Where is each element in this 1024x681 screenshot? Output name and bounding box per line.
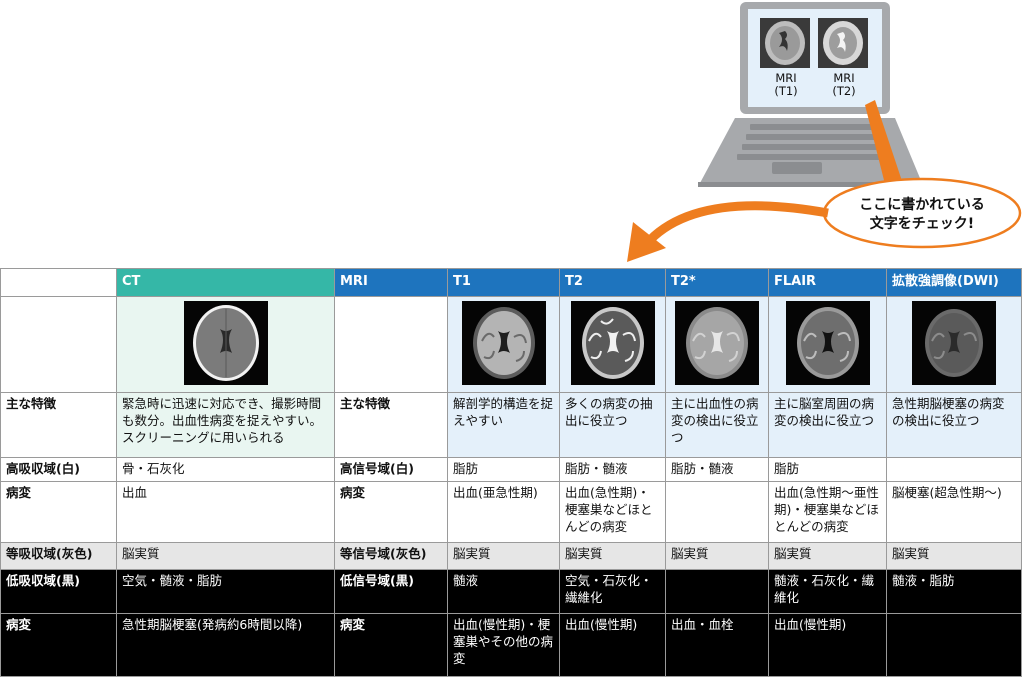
t2-lesion: 出血(急性期)・梗塞巣などほとんどの病変 [559, 480, 666, 544]
header-t2star: T2* [665, 268, 769, 297]
t2-low-signal: 空気・石灰化・繊維化 [559, 569, 666, 615]
dwi-iso-signal: 脳実質 [886, 542, 1022, 571]
ct-iso-absorption-value: 脳実質 [116, 542, 335, 571]
ct-iso-absorption-label: 等吸収域(灰色) [0, 542, 117, 571]
t2-iso-signal: 脳実質 [559, 542, 666, 571]
image-row [0, 295, 1022, 394]
mri-high-signal-label: 高信号域(白) [334, 457, 448, 482]
mri-image-empty-cell [334, 295, 448, 394]
high-signal-lesion-row: 病変 出血 病変 出血(亜急性期) 出血(急性期)・梗塞巣などほとんどの病変 出… [0, 480, 1022, 544]
curved-arrow [646, 201, 829, 244]
laptop-label-t2: MRI (T2) [832, 71, 856, 98]
t2-brain-scan-image [570, 300, 655, 385]
t2star-image-cell [665, 295, 769, 394]
t1-low-signal: 髄液 [447, 569, 560, 615]
t1-low-lesion: 出血(慢性期)・梗塞巣やその他の病変 [447, 613, 560, 677]
mri-low-lesion-label: 病変 [334, 613, 448, 677]
ct-low-lesion-label: 病変 [0, 613, 117, 677]
flair-low-signal: 髄液・石灰化・繊維化 [768, 569, 887, 615]
flair-low-lesion: 出血(慢性期) [768, 613, 887, 677]
ct-lesion-label: 病変 [0, 480, 117, 544]
ct-low-absorption-value: 空気・髄液・脂肪 [116, 569, 335, 615]
header-empty-cell [0, 268, 117, 297]
header-mri: MRI [334, 268, 448, 297]
mri-lesion-label: 病変 [334, 480, 448, 544]
t1-image-cell [447, 295, 560, 394]
t1-iso-signal: 脳実質 [447, 542, 560, 571]
mri-features-label: 主な特徴 [334, 392, 448, 459]
illustration-graphic [627, 2, 1022, 262]
callout-pointer [865, 100, 905, 196]
t1-high-signal: 脂肪 [447, 457, 560, 482]
ct-features-label: 主な特徴 [0, 392, 117, 459]
dwi-low-signal: 髄液・脂肪 [886, 569, 1022, 615]
image-empty-cell [0, 295, 117, 394]
callout-text: ここに書かれている 文字をチェック! [859, 197, 985, 232]
ct-image-cell [116, 295, 335, 394]
t2star-low-lesion: 出血・血栓 [665, 613, 769, 677]
t2star-brain-scan-image [675, 300, 759, 385]
t2star-features: 主に出血性の病変の検出に役立つ [665, 392, 769, 459]
ct-high-absorption-label: 高吸収域(白) [0, 457, 117, 482]
header-t2: T2 [559, 268, 666, 297]
t2star-low-signal [665, 569, 769, 615]
features-row: 主な特徴 緊急時に迅速に対応でき、撮影時間も数分。出血性病変を捉えやすい。スクリ… [0, 392, 1022, 459]
dwi-features: 急性期脳梗塞の病変の検出に役立つ [886, 392, 1022, 459]
t2star-high-signal: 脂肪・髄液 [665, 457, 769, 482]
low-signal-lesion-row: 病変 急性期脳梗塞(発病約6時間以降) 病変 出血(慢性期)・梗塞巣やその他の病… [0, 613, 1022, 677]
laptop-keys [737, 124, 892, 160]
ct-brain-scan-image [183, 300, 268, 385]
header-dwi: 拡散強調像(DWI) [886, 268, 1022, 297]
ct-low-absorption-label: 低吸収域(黒) [0, 569, 117, 615]
flair-iso-signal: 脳実質 [768, 542, 887, 571]
flair-high-signal: 脂肪 [768, 457, 887, 482]
flair-features: 主に脳室周囲の病変の検出に役立つ [768, 392, 887, 459]
t1-lesion: 出血(亜急性期) [447, 480, 560, 544]
t1-brain-scan-image [461, 300, 546, 385]
t2-image-cell [559, 295, 666, 394]
header-ct: CT [116, 268, 335, 297]
t2-features: 多くの病変の抽出に役立つ [559, 392, 666, 459]
t1-features: 解剖学的構造を捉えやすい [447, 392, 560, 459]
flair-image-cell [768, 295, 887, 394]
illustration: MRI (T1) MRI (T2) ここに書かれている 文字をチェック! [0, 0, 1024, 268]
laptop-trackpad [772, 162, 822, 174]
arrow-head-icon [627, 222, 666, 262]
iso-signal-row: 等吸収域(灰色) 脳実質 等信号域(灰色) 脳実質 脳実質 脳実質 脳実質 脳実… [0, 542, 1022, 571]
header-flair: FLAIR [768, 268, 887, 297]
ct-lesion-value: 出血 [116, 480, 335, 544]
ct-high-absorption-value: 骨・石灰化 [116, 457, 335, 482]
dwi-image-cell [886, 295, 1022, 394]
mri-low-signal-label: 低信号域(黒) [334, 569, 448, 615]
header-t1: T1 [447, 268, 560, 297]
ct-features-value: 緊急時に迅速に対応でき、撮影時間も数分。出血性病変を捉えやすい。スクリーニングに… [116, 392, 335, 459]
flair-brain-scan-image [785, 300, 870, 385]
ct-low-lesion-value: 急性期脳梗塞(発病約6時間以降) [116, 613, 335, 677]
t2-low-lesion: 出血(慢性期) [559, 613, 666, 677]
t2star-iso-signal: 脳実質 [665, 542, 769, 571]
t2-high-signal: 脂肪・髄液 [559, 457, 666, 482]
t2star-lesion [665, 480, 769, 544]
header-row: CT MRI T1 T2 T2* FLAIR 拡散強調像(DWI) [0, 268, 1022, 297]
dwi-low-lesion [886, 613, 1022, 677]
high-signal-row: 高吸収域(白) 骨・石灰化 高信号域(白) 脂肪 脂肪・髄液 脂肪・髄液 脂肪 [0, 457, 1022, 482]
laptop-t1-brain-icon [760, 18, 810, 68]
laptop-t2-brain-icon [818, 18, 868, 68]
mri-iso-signal-label: 等信号域(灰色) [334, 542, 448, 571]
dwi-lesion: 脳梗塞(超急性期〜) [886, 480, 1022, 544]
ct-mri-comparison-table: CT MRI T1 T2 T2* FLAIR 拡散強調像(DWI) [0, 268, 1022, 677]
laptop-label-t1: MRI (T1) [774, 71, 798, 98]
dwi-brain-scan-image [912, 300, 996, 385]
dwi-high-signal [886, 457, 1022, 482]
low-signal-row: 低吸収域(黒) 空気・髄液・脂肪 低信号域(黒) 髄液 空気・石灰化・繊維化 髄… [0, 569, 1022, 615]
flair-lesion: 出血(急性期〜亜性期)・梗塞巣などほとんどの病変 [768, 480, 887, 544]
